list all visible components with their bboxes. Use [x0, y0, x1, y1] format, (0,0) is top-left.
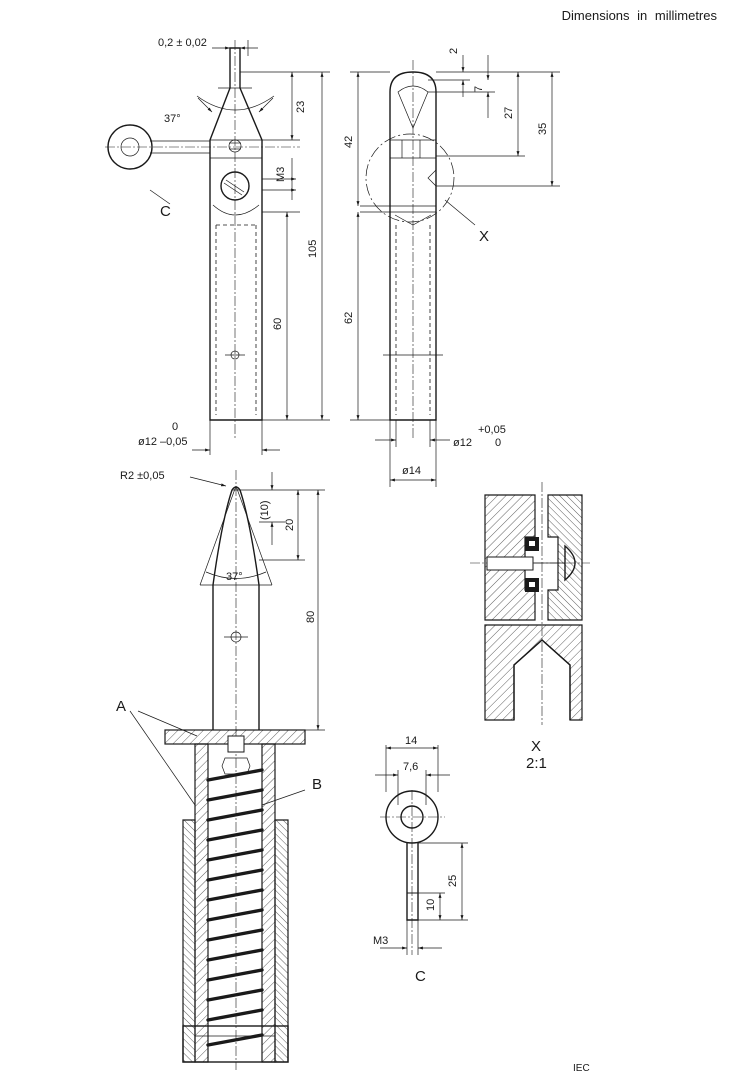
dim-105: 105 [307, 240, 319, 258]
dim-42: 42 [343, 136, 355, 148]
dim-27: 27 [503, 107, 515, 119]
dim-60: 60 [272, 318, 284, 330]
tol-left-top: 0 [172, 421, 178, 433]
label-x-top: X [479, 228, 489, 245]
dim-c-10: 10 [425, 899, 437, 911]
detail-c-label: C [415, 968, 426, 985]
dim-m3-top: M3 [275, 167, 287, 182]
dim-10-ref: (10) [259, 500, 271, 520]
dim-angle-bottom: 37° [226, 571, 243, 583]
dim-c-76: 7,6 [403, 761, 418, 773]
top-right-view [350, 55, 560, 487]
dim-c-m3: M3 [373, 935, 388, 947]
dim-dia-left: ø12 –0,05 [138, 436, 188, 448]
units-note: Dimensions in millimetres [561, 8, 717, 23]
dim-angle-top: 37° [164, 113, 181, 125]
dim-c-14: 14 [405, 735, 417, 747]
iec-mark: IEC [573, 1063, 590, 1074]
bottom-left-view [129, 470, 325, 1070]
dim-dia-right: ø12 [453, 437, 472, 449]
tol-right-top: +0,05 [478, 424, 506, 436]
detail-c-view [375, 745, 468, 955]
detail-x-view [470, 482, 590, 725]
top-left-view [105, 40, 330, 455]
label-c-top: C [160, 203, 171, 220]
dim-2: 2 [448, 48, 460, 54]
dim-80: 80 [305, 611, 317, 623]
dim-7: 7 [473, 86, 485, 92]
dim-35: 35 [537, 123, 549, 135]
dim-23: 23 [295, 101, 307, 113]
dim-62: 62 [343, 312, 355, 324]
label-b: B [312, 776, 322, 793]
dim-dia14: ø14 [402, 465, 421, 477]
detail-x-label: X [531, 738, 541, 755]
dim-c-25: 25 [447, 875, 459, 887]
dim-20: 20 [284, 519, 296, 531]
dim-r2: R2 ±0,05 [120, 470, 165, 482]
tol-right-zero: 0 [495, 437, 501, 449]
detail-x-scale: 2:1 [526, 755, 547, 772]
annotations: 0,2 ± 0,02 37° 23 M3 105 60 C 42 2 7 27 … [116, 37, 549, 985]
label-a: A [116, 698, 126, 715]
dim-tip-width: 0,2 ± 0,02 [158, 37, 207, 49]
